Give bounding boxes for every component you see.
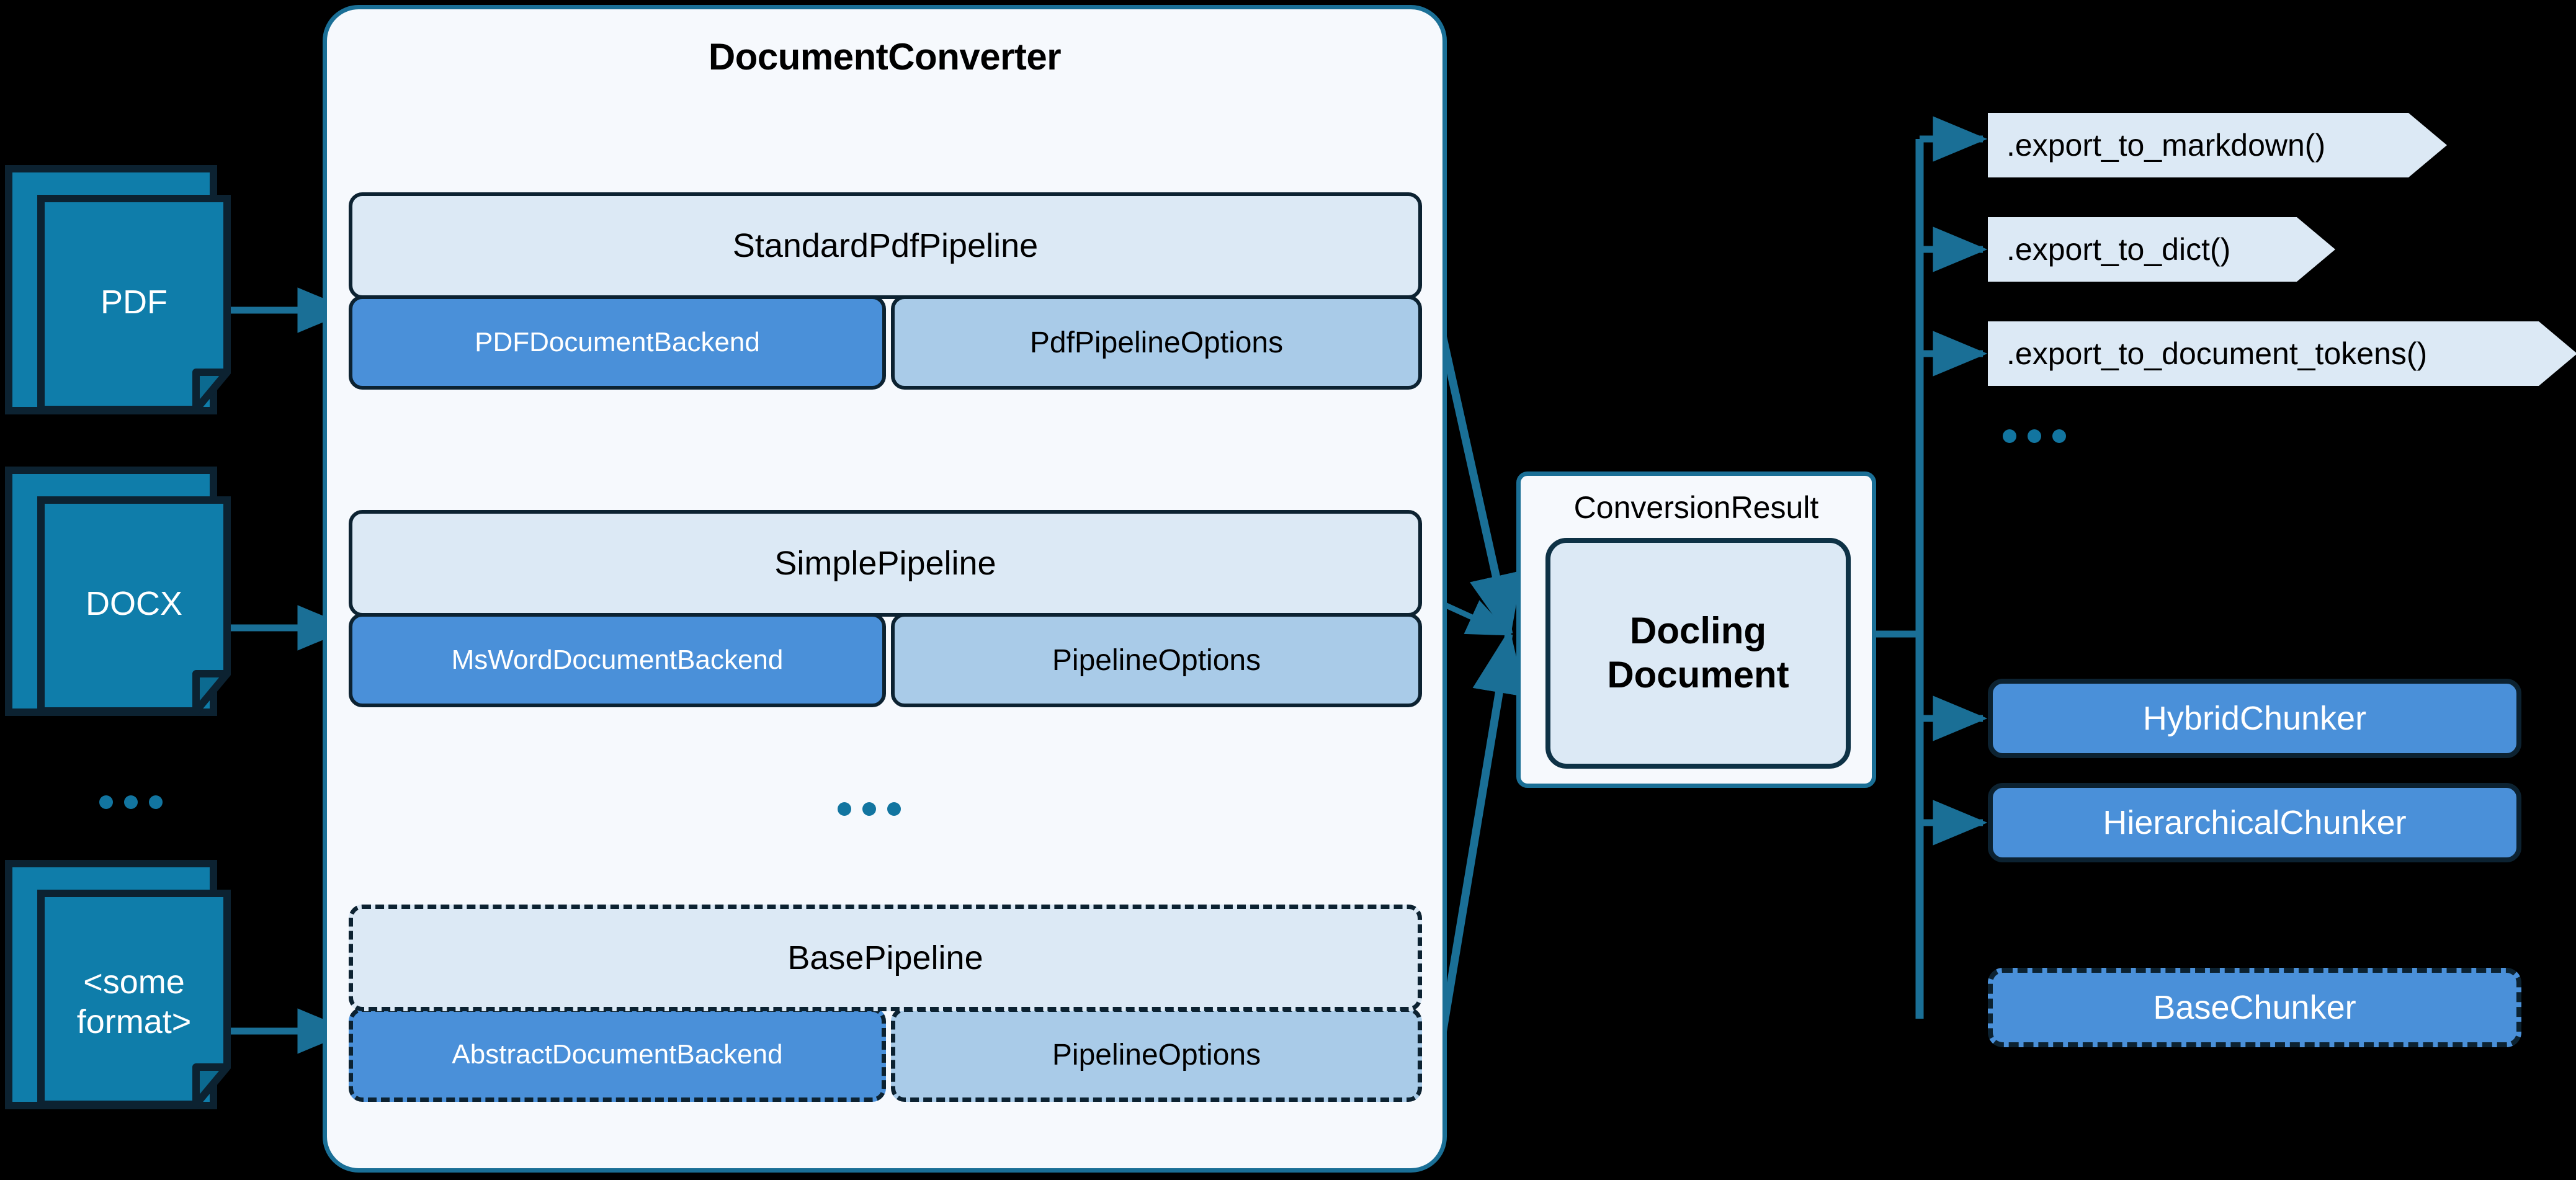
pipeline-group-simple[interactable]: SimplePipeline MsWordDocumentBackend Pip… (349, 510, 1422, 707)
input-label-some-format-line1: <some (83, 963, 185, 1001)
input-doc-some-format[interactable] (5, 860, 231, 1109)
input-label-some-format: <some format> (41, 963, 227, 1042)
chunker-box-base[interactable]: BaseChunker (1988, 968, 2521, 1047)
pipeline-group-base[interactable]: BasePipeline AbstractDocumentBackend Pip… (349, 905, 1422, 1102)
conversion-result-label: ConversionResult (1573, 490, 1819, 525)
pipeline-name-standardpdf[interactable]: StandardPdfPipeline (349, 192, 1422, 299)
export-ellipsis (2003, 429, 2066, 443)
input-label-docx: DOCX (85, 585, 182, 622)
input-doc-pdf[interactable] (5, 165, 231, 414)
backend-box-abstractdocumentbackend[interactable]: AbstractDocumentBackend (349, 1008, 886, 1102)
input-doc-docx[interactable] (5, 467, 231, 716)
chunker-box-hybrid[interactable]: HybridChunker (1988, 679, 2521, 758)
pipeline-name-base[interactable]: BasePipeline (349, 905, 1422, 1011)
input-label-some-format-line2: format> (76, 1003, 192, 1040)
pipeline-group-standardpdf[interactable]: StandardPdfPipeline PDFDocumentBackend P… (349, 192, 1422, 390)
export-chevron-document-tokens[interactable]: .export_to_document_tokens() (1988, 321, 2576, 386)
backend-box-mswordd1ocumentbackend[interactable]: MsWordDocumentBackend (349, 613, 886, 707)
export-chevron-markdown[interactable]: .export_to_markdown() (1988, 113, 2447, 177)
pipeline-row-standardpdf: PDFDocumentBackend PdfPipelineOptions (349, 295, 1422, 390)
options-box-pipelineoptions-simple[interactable]: PipelineOptions (891, 613, 1422, 707)
document-converter-title: DocumentConverter (708, 36, 1062, 78)
docling-document-box[interactable]: Docling Document (1545, 538, 1851, 769)
docling-document-line2: Document (1607, 654, 1789, 695)
backend-box-pdfdocumentbackend[interactable]: PDFDocumentBackend (349, 295, 886, 390)
options-box-pipelineoptions-base[interactable]: PipelineOptions (891, 1008, 1422, 1102)
input-label-pdf: PDF (101, 284, 168, 321)
pipeline-name-simple[interactable]: SimplePipeline (349, 510, 1422, 617)
pipeline-row-simple: MsWordDocumentBackend PipelineOptions (349, 613, 1422, 707)
input-ellipsis (99, 795, 163, 809)
export-chevron-dict[interactable]: .export_to_dict() (1988, 217, 2335, 282)
options-box-pdfpipelineoptions[interactable]: PdfPipelineOptions (891, 295, 1422, 390)
pipeline-row-base: AbstractDocumentBackend PipelineOptions (349, 1008, 1422, 1102)
pipeline-ellipsis (838, 802, 901, 816)
chunker-box-hierarchical[interactable]: HierarchicalChunker (1988, 783, 2521, 862)
docling-document-line1: Docling (1630, 610, 1766, 652)
conversion-result-container[interactable]: ConversionResult Docling Document (1516, 472, 1876, 788)
